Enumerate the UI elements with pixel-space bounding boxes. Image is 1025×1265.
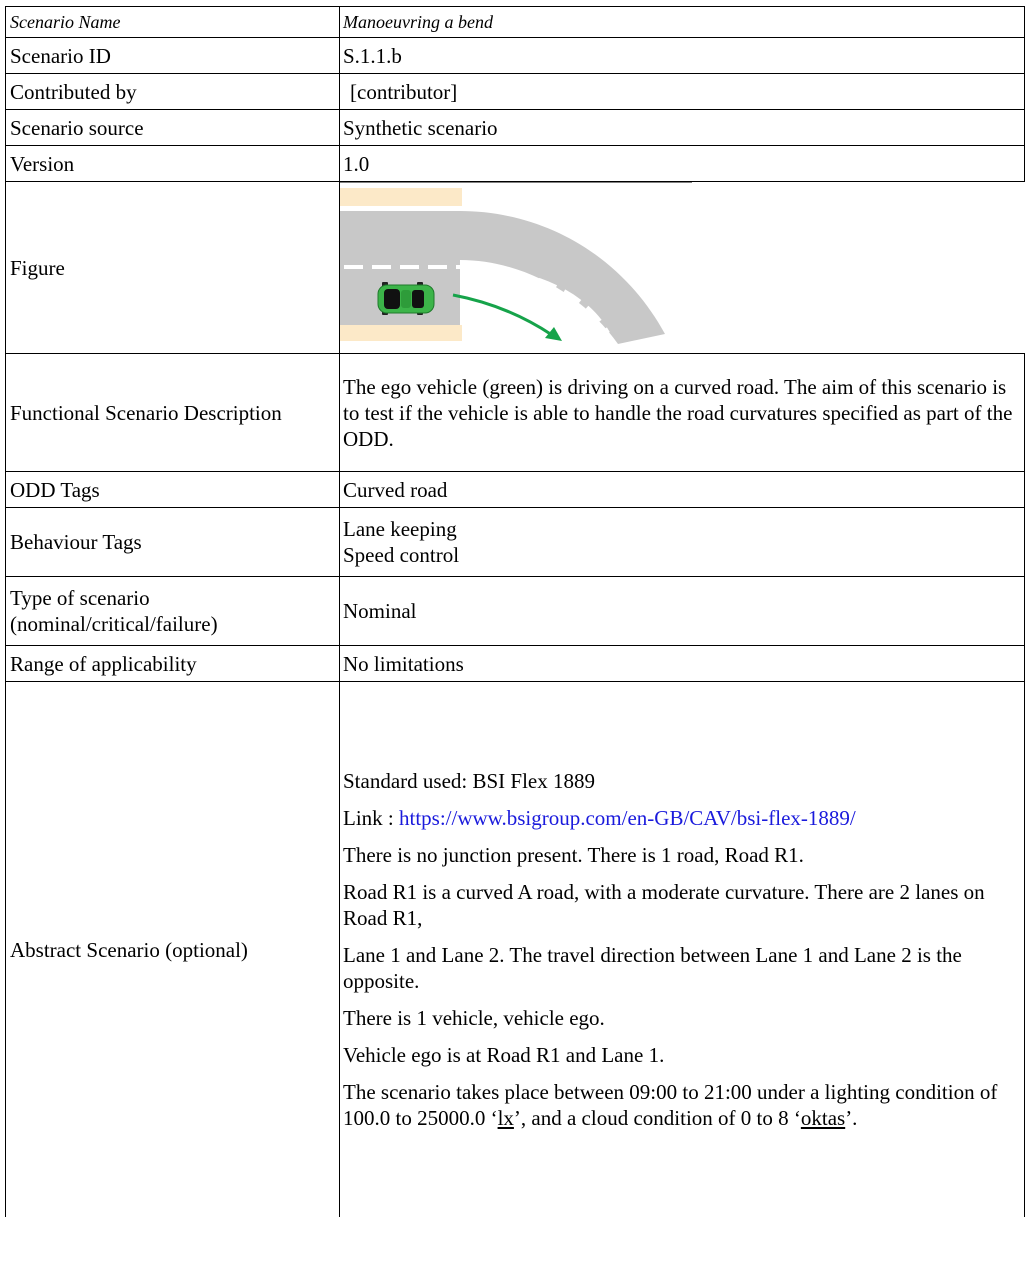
lane-centre-dashed-line — [344, 265, 610, 334]
abstract-vehicle: There is 1 vehicle, vehicle ego. — [343, 1006, 605, 1030]
label-scenario-source: Scenario source — [5, 109, 340, 146]
row-range-of-applicability: Range of applicability No limitations — [5, 645, 1025, 682]
abstract-conditions-c: ’. — [845, 1106, 858, 1130]
abstract-lanes: Lane 1 and Lane 2. The travel direction … — [343, 943, 962, 993]
value-version: 1.0 — [339, 145, 1025, 182]
abstract-link-label: Link : — [343, 806, 399, 830]
label-version: Version — [5, 145, 340, 182]
direction-arrowhead — [545, 327, 562, 341]
label-scenario-id: Scenario ID — [5, 37, 340, 74]
label-range-of-applicability: Range of applicability — [5, 645, 340, 682]
abstract-conditions-a: The scenario takes place between 09:00 t… — [343, 1080, 998, 1130]
row-scenario-name: Scenario Name Manoeuvring a bend — [5, 6, 1025, 38]
kerb-bottom — [340, 325, 462, 341]
value-contributed-by: [contributor] — [339, 73, 1025, 110]
abstract-junction: There is no junction present. There is 1… — [343, 843, 804, 867]
abstract-conditions-b: ’, and a cloud condition of 0 to 8 ‘ — [513, 1106, 801, 1130]
row-abstract-scenario: Abstract Scenario (optional) Standard us… — [5, 681, 1025, 1217]
abstract-conditions: The scenario takes place between 09:00 t… — [343, 1079, 1020, 1131]
row-scenario-id: Scenario ID S.1.1.b — [5, 37, 1025, 74]
abstract-position: Vehicle ego is at Road R1 and Lane 1. — [343, 1043, 665, 1067]
value-scenario-source: Synthetic scenario — [339, 109, 1025, 146]
value-abstract-scenario: Standard used: BSI Flex 1889 Link : http… — [339, 681, 1025, 1217]
figure-cell — [339, 181, 1025, 354]
ego-vehicle — [377, 282, 435, 315]
label-functional-description: Functional Scenario Description — [5, 353, 340, 472]
row-type-of-scenario: Type of scenario (nominal/critical/failu… — [5, 576, 1025, 646]
bend-road-figure — [340, 181, 692, 353]
label-type-of-scenario: Type of scenario (nominal/critical/failu… — [5, 576, 340, 646]
row-behaviour-tags: Behaviour Tags Lane keeping Speed contro… — [5, 507, 1025, 577]
unit-oktas: oktas — [800, 1106, 846, 1130]
value-behaviour-tags: Lane keeping Speed control — [339, 507, 1025, 577]
label-abstract-scenario: Abstract Scenario (optional) — [5, 681, 340, 1217]
scenario-spec-table: Scenario Name Manoeuvring a bend Scenari… — [5, 6, 1025, 1217]
row-functional-description: Functional Scenario Description The ego … — [5, 353, 1025, 472]
row-contributed-by: Contributed by [contributor] — [5, 73, 1025, 110]
value-odd-tags: Curved road — [339, 471, 1025, 508]
scenario-figure — [340, 181, 692, 353]
behaviour-tag: Lane keeping — [343, 517, 457, 541]
label-odd-tags: ODD Tags — [5, 471, 340, 508]
ego-windscreen — [412, 290, 424, 308]
label-behaviour-tags: Behaviour Tags — [5, 507, 340, 577]
bsi-flex-link[interactable]: https://www.bsigroup.com/en-GB/CAV/bsi-f… — [399, 806, 856, 830]
abstract-road: Road R1 is a curved A road, with a moder… — [343, 880, 985, 930]
row-scenario-source: Scenario source Synthetic scenario — [5, 109, 1025, 146]
label-figure: Figure — [5, 181, 340, 354]
row-odd-tags: ODD Tags Curved road — [5, 471, 1025, 508]
label-scenario-name: Scenario Name — [5, 6, 340, 38]
abstract-link-line: Link : https://www.bsigroup.com/en-GB/CA… — [343, 805, 1020, 831]
abstract-standard: Standard used: BSI Flex 1889 — [343, 769, 595, 793]
ego-rear-window — [384, 289, 400, 309]
behaviour-tag: Speed control — [343, 543, 460, 567]
row-figure: Figure — [5, 181, 1025, 354]
label-contributed-by: Contributed by — [5, 73, 340, 110]
unit-lx: lx — [497, 1106, 514, 1130]
ego-roof — [401, 290, 411, 308]
value-functional-description: The ego vehicle (green) is driving on a … — [339, 353, 1025, 472]
direction-arrow — [452, 293, 553, 337]
value-range-of-applicability: No limitations — [339, 645, 1025, 682]
kerb-top — [340, 188, 462, 206]
row-version: Version 1.0 — [5, 145, 1025, 182]
value-scenario-id: S.1.1.b — [339, 37, 1025, 74]
value-type-of-scenario: Nominal — [339, 576, 1025, 646]
value-scenario-name: Manoeuvring a bend — [339, 6, 1025, 38]
